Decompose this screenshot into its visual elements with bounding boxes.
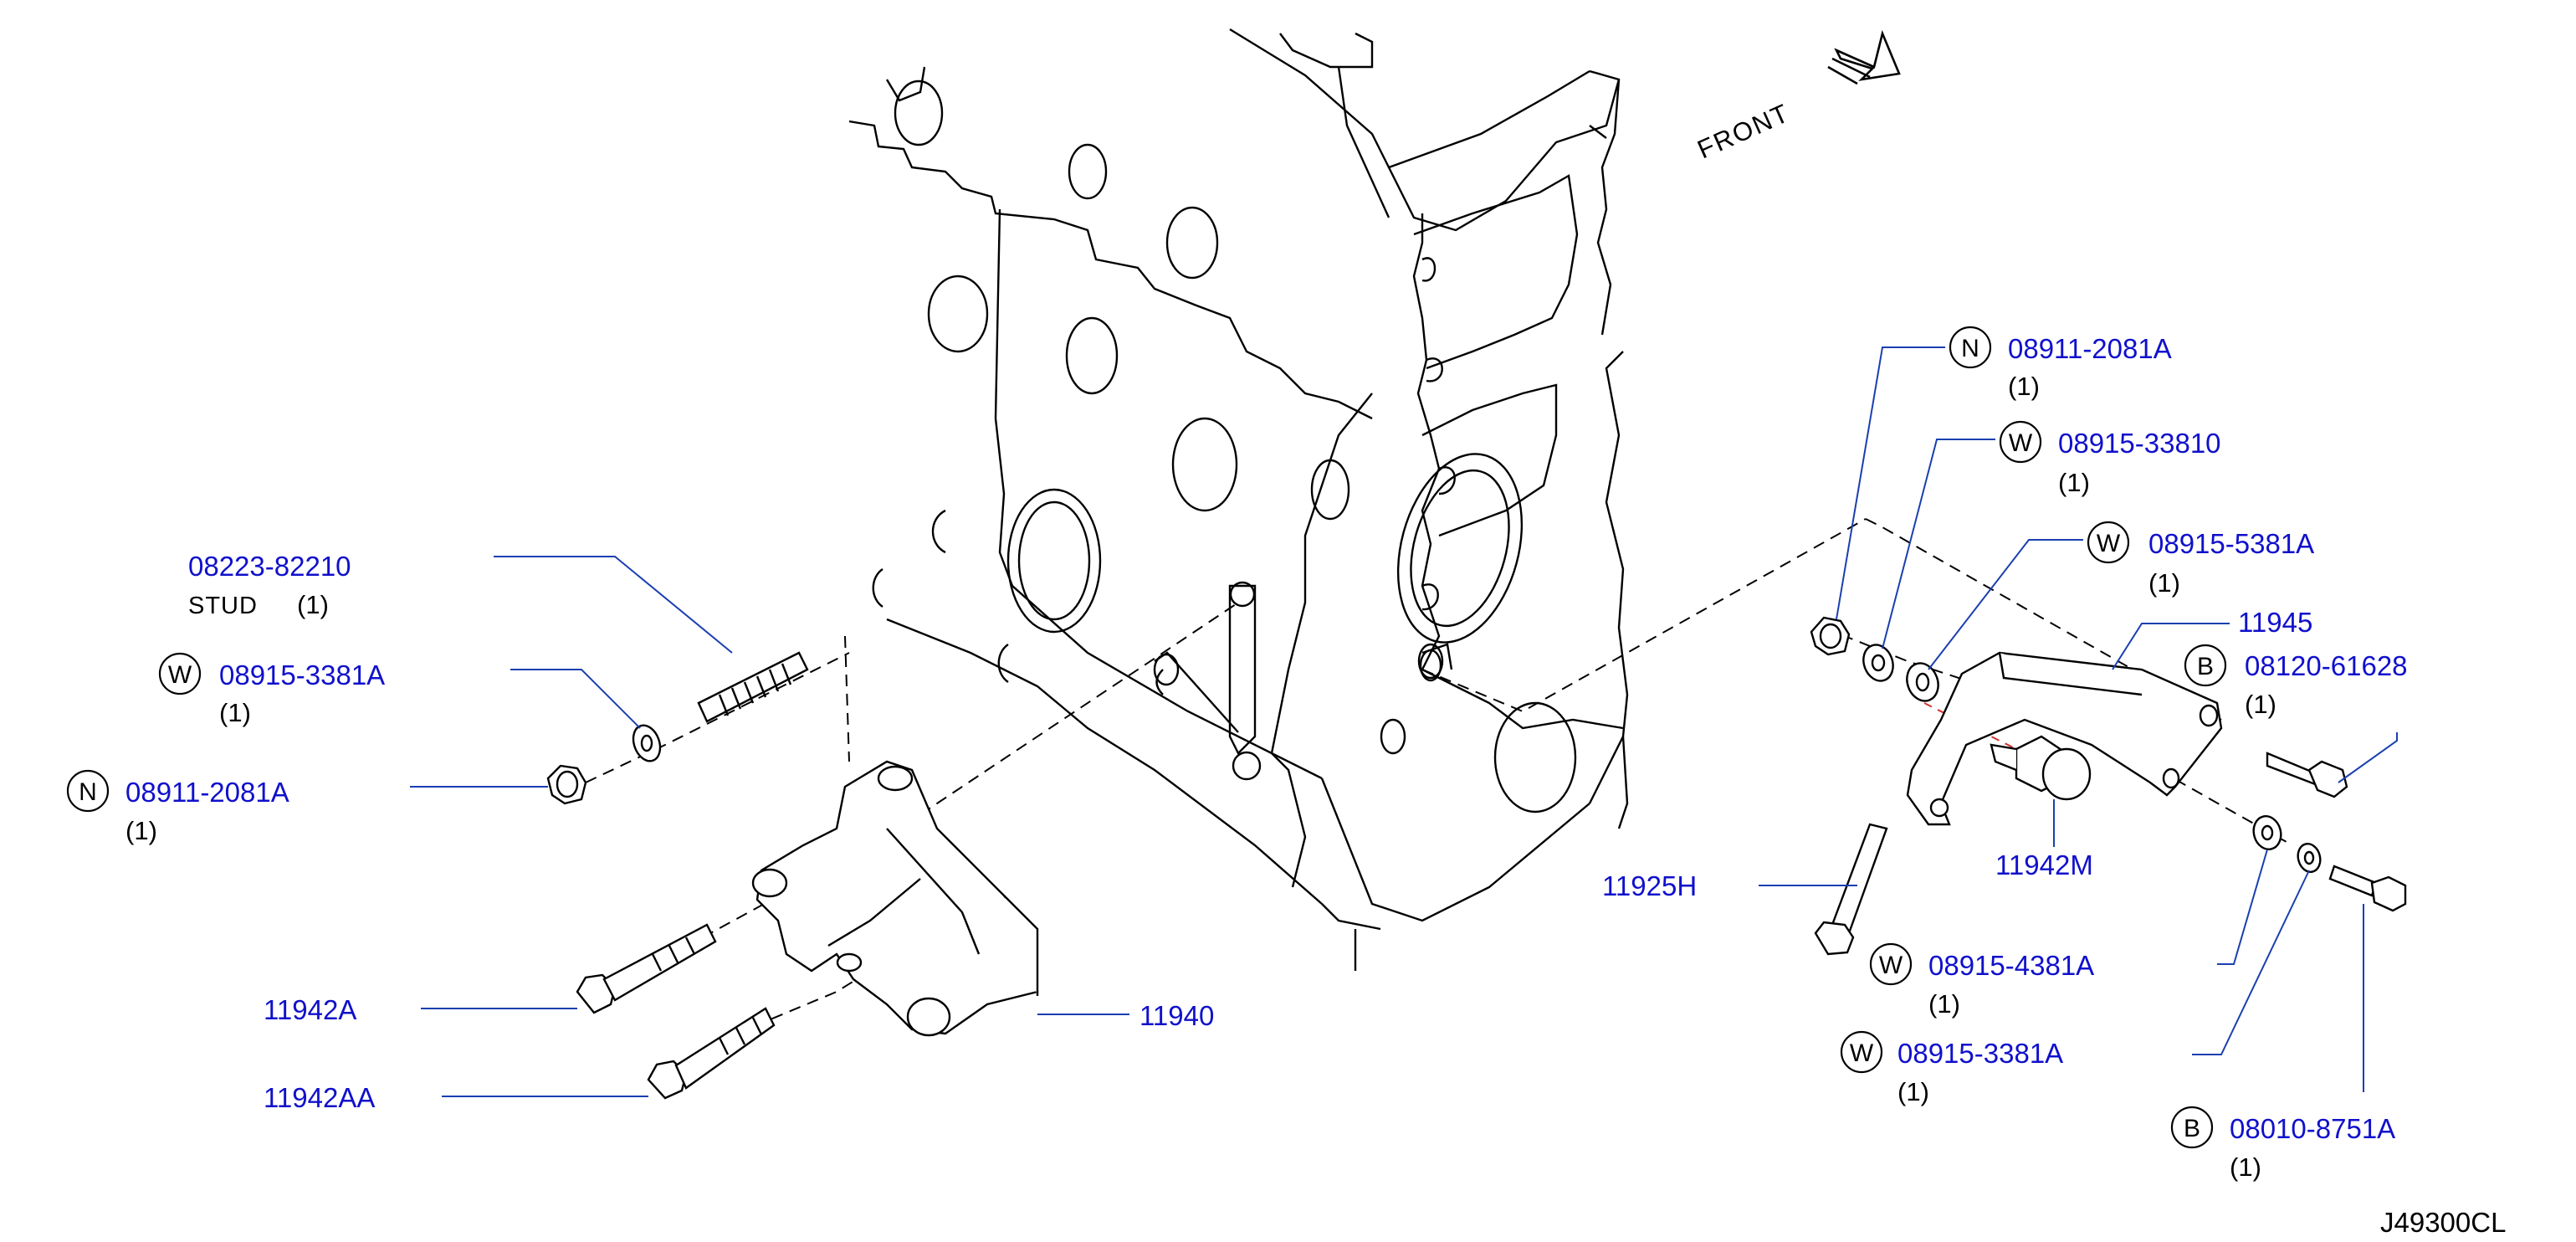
svg-text:W: W [1850, 1039, 1874, 1067]
stud-part-number[interactable]: 08223-82210 [188, 551, 351, 582]
washer-3381a-right-illustration [2297, 843, 2322, 873]
bolt-11942a-part-number[interactable]: 11942A [264, 994, 356, 1025]
washer-5381a-illustration [1906, 662, 1939, 702]
front-label: FRONT [1693, 98, 1795, 164]
washer-4381a-illustration [2252, 815, 2282, 850]
washer-4381a-qty: (1) [1928, 989, 1960, 1019]
spacer-11942m-illustration [1990, 735, 2092, 801]
nut-left-badge: N [66, 769, 110, 813]
nut-right-qty: (1) [2008, 372, 2040, 401]
bolt-11925h-part-number[interactable]: 11925H [1602, 870, 1697, 901]
washer-33810-illustration [1862, 644, 1894, 682]
washer-5381a-qty: (1) [2148, 568, 2180, 598]
svg-text:W: W [1879, 952, 1903, 979]
nut-left-illustration [546, 764, 587, 805]
svg-text:W: W [168, 661, 192, 689]
bracket-11940-illustration [751, 760, 1039, 1037]
bracket-11945-part-number[interactable]: 11945 [2238, 607, 2312, 638]
bolt-61628-illustration [2266, 752, 2348, 798]
svg-text:B: B [2197, 653, 2214, 680]
svg-text:N: N [79, 778, 97, 806]
washer-left-qty: (1) [219, 698, 251, 727]
spacer-11942m-part-number[interactable]: 11942M [1995, 849, 2093, 880]
stud-illustration [697, 651, 809, 723]
washer-left-part-number[interactable]: 08915-3381A [219, 659, 385, 690]
bolt-11942aa-part-number[interactable]: 11942AA [264, 1082, 375, 1113]
stud-qty: (1) [297, 590, 329, 619]
leader-lines [410, 346, 2398, 1097]
front-arrow-icon [1827, 29, 1901, 85]
right-parts-illustration [1810, 616, 2407, 956]
bracket-11940-part-number[interactable]: 11940 [1139, 1000, 1214, 1031]
washer-4381a-badge: W [1869, 942, 1913, 986]
left-parts-illustration [546, 651, 1039, 1100]
washer-5381a-badge: W [2087, 521, 2130, 564]
bolt-11942a-illustration [576, 923, 717, 1014]
washer-4381a-part-number[interactable]: 08915-4381A [1928, 950, 2094, 981]
bolt-11925h-illustration [1814, 823, 1888, 956]
bolt-61628-qty: (1) [2245, 690, 2276, 719]
nut-left-qty: (1) [125, 816, 157, 845]
bolt-8751a-qty: (1) [2230, 1152, 2261, 1182]
bolt-61628-part-number[interactable]: 08120-61628 [2245, 650, 2408, 681]
nut-right-illustration [1810, 616, 1851, 656]
washer-3381a-right-qty: (1) [1897, 1077, 1929, 1106]
bracket-11945-illustration [1906, 651, 2223, 826]
washer-left-badge: W [158, 652, 202, 695]
bolt-8751a-badge: B [2170, 1106, 2214, 1149]
svg-text:W: W [2097, 530, 2121, 557]
nut-left-part-number[interactable]: 08911-2081A [125, 777, 289, 808]
bolt-8751a-part-number[interactable]: 08010-8751A [2230, 1113, 2395, 1144]
washer-33810-badge: W [1999, 420, 2042, 464]
bolt-61628-badge: B [2184, 644, 2227, 687]
washer-3381a-right-part-number[interactable]: 08915-3381A [1897, 1038, 2063, 1069]
bolt-11942aa-illustration [647, 1007, 776, 1100]
washer-33810-part-number[interactable]: 08915-33810 [2058, 428, 2221, 459]
nut-right-badge: N [1949, 326, 1992, 369]
washer-3381a-right-badge: W [1840, 1030, 1883, 1074]
washer-5381a-part-number[interactable]: 08915-5381A [2148, 528, 2314, 559]
svg-text:W: W [2009, 429, 2033, 457]
svg-text:N: N [1961, 335, 1979, 362]
washer-left-illustration [632, 724, 662, 762]
stud-part-name: STUD [188, 593, 258, 619]
bolt-8751a-illustration [2328, 865, 2407, 912]
nut-right-part-number[interactable]: 08911-2081A [2008, 333, 2172, 364]
diagram-code: J49300CL [2380, 1207, 2506, 1238]
svg-text:B: B [2184, 1115, 2200, 1142]
engine-block-illustration [848, 28, 1629, 971]
washer-33810-qty: (1) [2058, 468, 2090, 497]
